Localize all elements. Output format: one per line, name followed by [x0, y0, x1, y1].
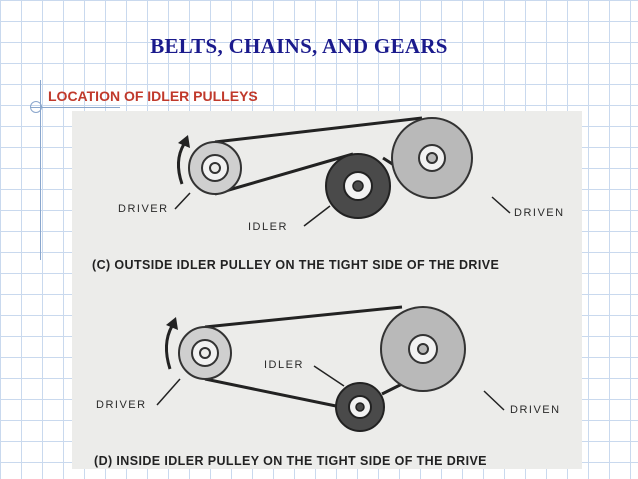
driver-bore-d	[199, 347, 211, 359]
idler-leader-c	[303, 205, 331, 227]
rotation-arrow-c	[177, 143, 186, 185]
driver-label-c: DRIVER	[118, 203, 169, 215]
driven-bore-d	[417, 343, 429, 355]
idler-bore-c	[352, 180, 364, 192]
belt-c	[214, 116, 423, 196]
driver-bore-c	[209, 162, 221, 174]
driver-leader-c	[174, 192, 191, 210]
rotation-arrow-d	[165, 325, 174, 370]
idler-label-c: IDLER	[248, 221, 288, 233]
driven-bore-c	[426, 152, 438, 164]
slide-title: BELTS, CHAINS, AND GEARS	[150, 34, 448, 58]
caption-d: (D) INSIDE IDLER PULLEY ON THE TIGHT SID…	[94, 454, 487, 468]
driven-label-c: DRIVEN	[514, 207, 565, 219]
rotation-arrowhead-d	[166, 317, 178, 330]
caption-c: (C) OUTSIDE IDLER PULLEY ON THE TIGHT SI…	[92, 258, 500, 272]
idler-bore-d	[355, 402, 365, 412]
decorative-vertical-line	[40, 80, 41, 260]
pulley-diagram-svg	[156, 116, 511, 432]
driver-label-d: DRIVER	[96, 399, 147, 411]
driven-label-d: DRIVEN	[510, 404, 561, 416]
driven-leader-d	[483, 390, 505, 411]
idler-leader-d	[313, 365, 345, 387]
driver-leader-d	[156, 378, 181, 406]
decorative-divider	[30, 107, 120, 108]
driven-leader-c	[491, 196, 511, 214]
diagram-c	[174, 116, 511, 227]
slide-subtitle: LOCATION OF IDLER PULLEYS	[48, 88, 258, 104]
idler-pulley-figure: DRIVER IDLER DRIVEN (C) OUTSIDE IDLER PU…	[72, 111, 582, 469]
idler-label-d: IDLER	[264, 359, 304, 371]
rotation-arrowhead-c	[178, 135, 190, 148]
diagram-d	[156, 305, 505, 432]
